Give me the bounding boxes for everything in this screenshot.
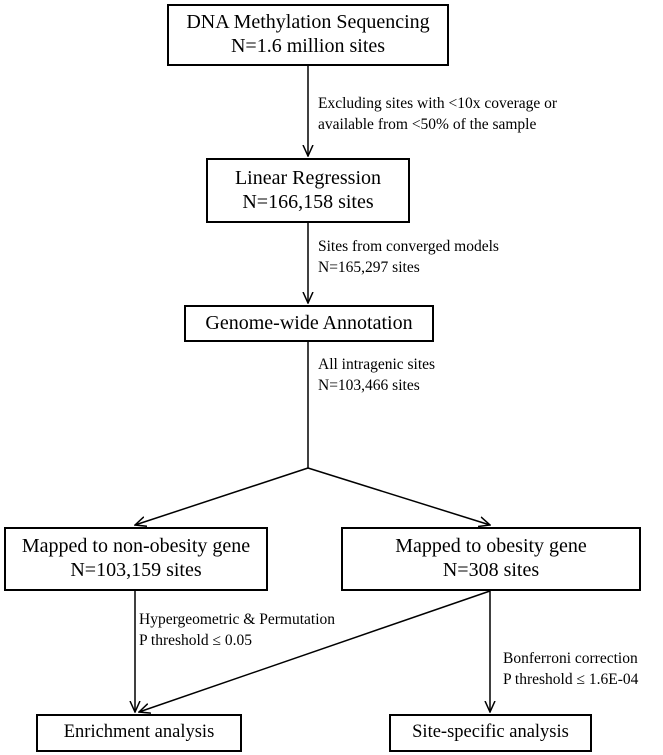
label-bonferroni-line1: Bonferroni correction — [503, 650, 638, 667]
label-bonferroni-correction: Bonferroni correction P threshold ≤ 1.6E… — [503, 649, 638, 691]
label-hypergeometric-line2: P threshold ≤ 0.05 — [139, 631, 252, 649]
label-exclusion-criteria: Excluding sites with <10x coverage or av… — [318, 94, 557, 136]
box-linear-regression: Linear Regression N=166,158 sites — [206, 158, 410, 223]
label-exclusion-line2: available from <50% of the sample — [318, 115, 537, 133]
box-genome-wide-annotation: Genome-wide Annotation — [184, 305, 434, 342]
label-intragenic-line1: All intragenic sites — [318, 356, 436, 373]
box-non-obesity-gene: Mapped to non-obesity gene N=103,159 sit… — [4, 527, 268, 591]
box-non-obesity-count: N=103,159 sites — [70, 559, 202, 581]
arrow-split-to-obesity — [307, 467, 490, 525]
box-sequencing-title: DNA Methylation Sequencing — [186, 11, 430, 34]
arrow-obesity-to-enrichment — [139, 590, 491, 712]
label-exclusion-line1: Excluding sites with <10x coverage or — [318, 95, 558, 112]
box-sequencing-count: N=1.6 million sites — [230, 35, 386, 57]
box-regression-title: Linear Regression — [234, 166, 382, 189]
label-hypergeometric-line1: Hypergeometric & Permutation — [139, 611, 335, 628]
arrow-split-to-non-obesity — [135, 467, 309, 525]
box-site-specific-analysis: Site-specific analysis — [389, 714, 592, 752]
box-annotation-title: Genome-wide Annotation — [205, 311, 413, 334]
label-intragenic-sites: All intragenic sites N=103,466 sites — [318, 355, 435, 397]
label-converged-line2: N=165,297 sites — [318, 258, 420, 276]
label-converged-models: Sites from converged models N=165,297 si… — [318, 237, 499, 279]
box-enrichment-analysis: Enrichment analysis — [36, 714, 242, 752]
box-non-obesity-title: Mapped to non-obesity gene — [21, 535, 251, 558]
box-enrichment-title: Enrichment analysis — [63, 722, 215, 743]
box-site-specific-title: Site-specific analysis — [412, 722, 569, 743]
box-obesity-title: Mapped to obesity gene — [395, 535, 587, 558]
label-bonferroni-line2: P threshold ≤ 1.6E-04 — [503, 670, 639, 688]
label-intragenic-line2: N=103,466 sites — [318, 376, 420, 394]
box-obesity-gene: Mapped to obesity gene N=308 sites — [341, 527, 641, 591]
label-converged-line1: Sites from converged models — [318, 238, 499, 255]
box-dna-methylation-sequencing: DNA Methylation Sequencing N=1.6 million… — [167, 4, 449, 66]
box-obesity-count: N=308 sites — [442, 559, 540, 581]
label-hypergeometric-permutation: Hypergeometric & Permutation P threshold… — [139, 610, 335, 652]
box-regression-count: N=166,158 sites — [242, 190, 374, 213]
